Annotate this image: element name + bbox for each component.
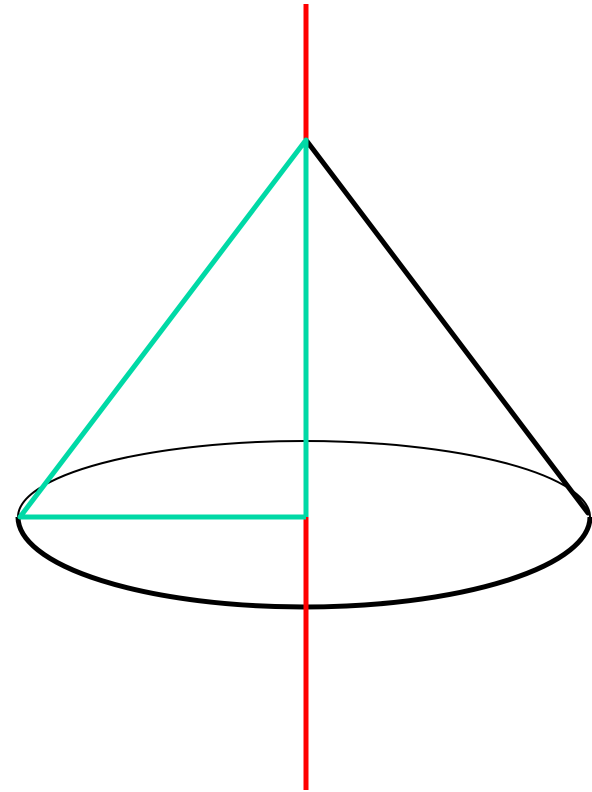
triangle-hypotenuse: [17, 137, 309, 520]
slant-edge-right: [303, 137, 591, 516]
